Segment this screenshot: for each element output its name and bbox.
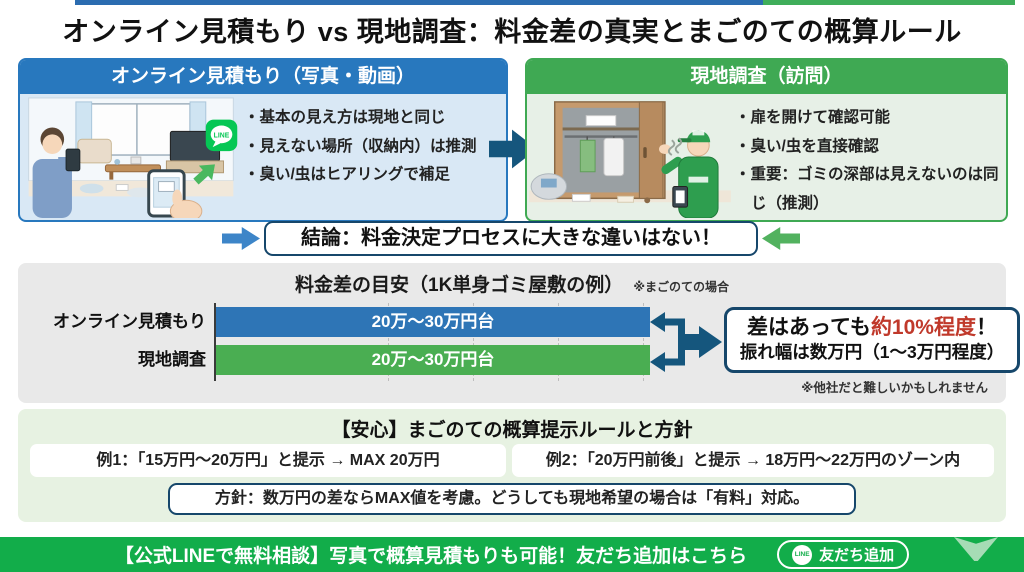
online-illustration: LINE <box>22 96 240 220</box>
difference-bracket-arrow-icon <box>650 312 722 372</box>
chart-gridline <box>388 303 389 381</box>
rules-section: 【安心】まごのての概算提示ルールと方針 例1：「15万円〜20万円」と提示 → … <box>18 409 1006 522</box>
line-cta-banner: 【公式LINEで無料相談】写真で概算見積もりも可能！友だち追加はこちら LINE… <box>0 537 1024 572</box>
conclusion-text: 結論：料金決定プロセスに大きな違いはない！ <box>301 227 721 249</box>
price-comparison-section: 料金差の目安（1K単身ゴミ屋敷の例）※まごのての場合 オンライン見積もり 現地調… <box>18 263 1020 403</box>
list-item: ・扉を開けて確認可能 <box>735 109 891 126</box>
callout-line1: 差はあっても約10%程度！ <box>747 316 997 339</box>
onsite-illustration <box>529 96 731 220</box>
top-strip-green <box>763 0 1015 5</box>
callout-line2: 振れ幅は数万円（1〜3万円程度） <box>739 342 1005 363</box>
line-add-friend-button[interactable]: LINE 友だち追加 <box>777 540 910 569</box>
online-card-header: オンライン見積もり（写真・動画） <box>20 60 506 94</box>
onsite-bullet-list: ・扉を開けて確認可能 ・臭い/虫を直接確認 ・重要：ゴミの深部は見えないのは同じ… <box>735 104 1003 219</box>
bar-onsite-survey: 20万〜30万円台 <box>216 345 650 375</box>
line-app-icon: LINE <box>205 119 238 152</box>
price-difference-callout: 差はあっても約10%程度！ 振れ幅は数万円（1〜3万円程度） <box>724 307 1020 373</box>
chart-gridline <box>643 303 644 381</box>
bar-label-onsite: 現地調査 <box>138 350 206 369</box>
list-item: ・見えない場所（収納内）は推測 <box>244 137 477 155</box>
scroll-down-arrow-icon <box>954 537 998 561</box>
onsite-survey-card: 現地調査（訪問） <box>525 58 1008 222</box>
blue-arrow-right-icon <box>222 227 260 250</box>
price-section-note: ※まごのての場合 <box>633 280 729 294</box>
svg-text:LINE: LINE <box>214 132 230 139</box>
chart-axis <box>214 303 216 381</box>
rules-section-title: 【安心】まごのての概算提示ルールと方針 <box>331 420 693 441</box>
bullet-dot: ・ <box>244 166 260 184</box>
green-arrow-left-icon <box>762 227 800 250</box>
bullet-dot: ・ <box>735 109 751 126</box>
photographing-room-illustration: LINE <box>28 97 238 220</box>
bullet-dot: ・ <box>244 137 260 155</box>
conclusion-banner: 結論：料金決定プロセスに大きな違いはない！ <box>264 221 758 256</box>
page-title: オンライン見積もり vs 現地調査：料金差の真実とまごのての概算ルール <box>62 17 962 47</box>
online-card-body: LINE ・基本の見え方は現地と同じ ・見えない場所（収納内）は推測 ・臭い/虫… <box>20 94 506 220</box>
list-item: ・臭い/虫を直接確認 <box>735 137 879 155</box>
callout-emphasis: 約10%程度 <box>870 316 976 339</box>
list-item: ・臭い/虫はヒアリングで補足 <box>244 166 450 184</box>
chart-gridline <box>558 303 559 381</box>
price-section-title: 料金差の目安（1K単身ゴミ屋敷の例）※まごのての場合 <box>295 275 729 296</box>
bar-label-online: オンライン見積もり <box>53 312 206 331</box>
line-icon: LINE <box>792 544 813 565</box>
example-1-box: 例1：「15万円〜20万円」と提示 → MAX 20万円 <box>30 444 506 477</box>
list-item: ・基本の見え方は現地と同じ <box>244 109 446 126</box>
policy-box: 方針：数万円の差ならMAX値を考慮。どうしても現地希望の場合は「有料」対応。 <box>168 483 856 515</box>
chart-gridline <box>473 303 474 381</box>
top-strip-blue <box>75 0 763 5</box>
bullet-dot: ・ <box>735 137 751 155</box>
online-estimate-card: オンライン見積もり（写真・動画） <box>18 58 508 222</box>
line-button-label: 友だち追加 <box>819 547 895 564</box>
bullet-dot: ・ <box>735 166 751 184</box>
online-bullet-list: ・基本の見え方は現地と同じ ・見えない場所（収納内）は推測 ・臭い/虫はヒアリン… <box>244 104 506 190</box>
onsite-card-header: 現地調査（訪問） <box>527 60 1006 94</box>
example-2-box: 例2：「20万円前後」と提示 → 18万円〜22万円のゾーン内 <box>512 444 994 477</box>
footer-cta-text: 【公式LINEで無料相談】写真で概算見積もりも可能！友だち追加はこちら <box>114 546 748 567</box>
bar-online-estimate: 20万〜30万円台 <box>216 307 650 337</box>
list-item: ・重要：ゴミの深部は見えないのは同じ（推測） <box>735 166 999 213</box>
closet-inspection-illustration <box>529 101 731 219</box>
onsite-card-body: ・扉を開けて確認可能 ・臭い/虫を直接確認 ・重要：ゴミの深部は見えないのは同じ… <box>527 94 1006 220</box>
bullet-dot: ・ <box>244 109 260 126</box>
callout-footnote: ※他社だと難しいかもしれません <box>801 381 988 395</box>
